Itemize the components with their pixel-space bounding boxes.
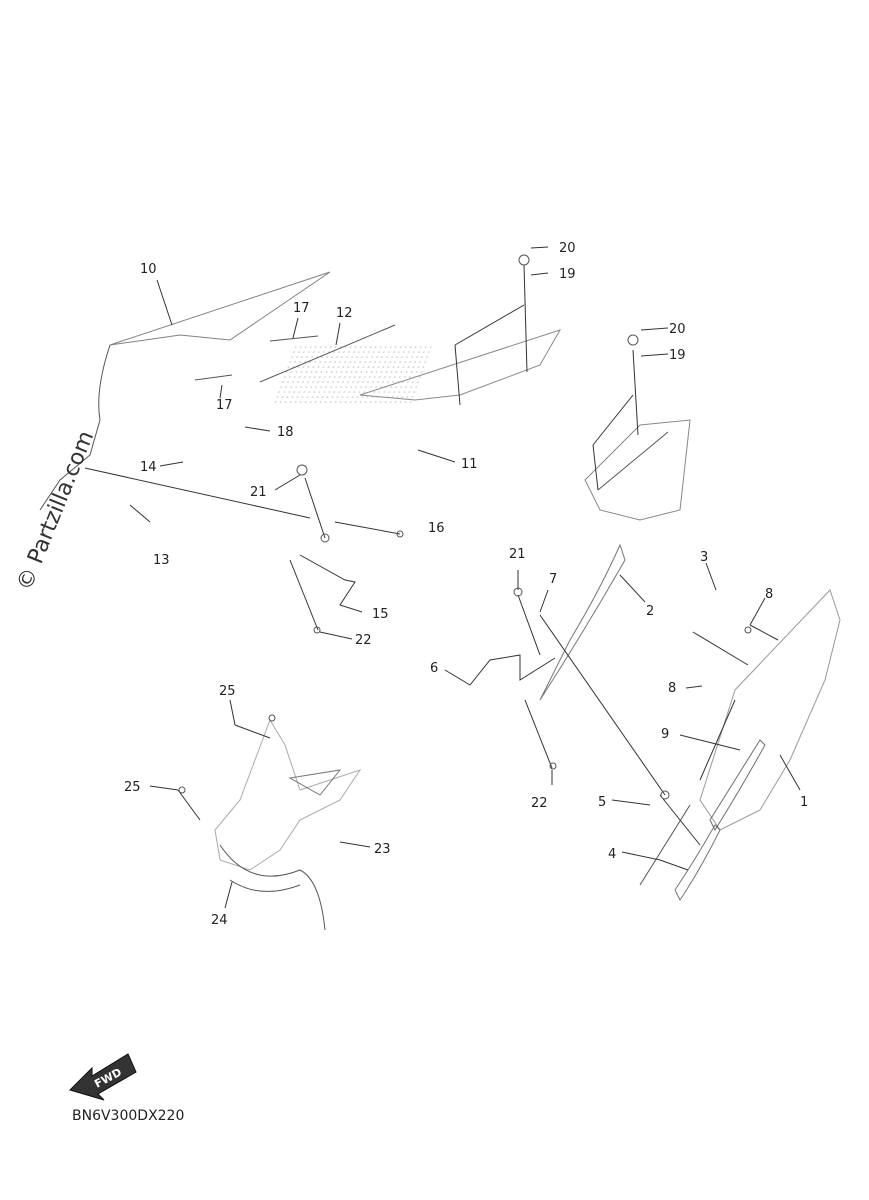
callout-18: 18 — [277, 425, 294, 440]
callout-20-upper: 20 — [559, 241, 576, 256]
callout-25-lower: 25 — [124, 780, 141, 795]
diagram-code: BN6V300DX220 — [72, 1108, 184, 1124]
callout-5: 5 — [598, 795, 606, 810]
callout-11: 11 — [461, 457, 478, 472]
right-upper-bracket — [518, 254, 691, 701]
callout-7: 7 — [549, 572, 557, 587]
callout-21-right: 21 — [509, 547, 526, 562]
callout-13: 13 — [153, 553, 170, 568]
callout-1: 1 — [800, 795, 808, 810]
watermark-text: © Partzilla.com — [12, 427, 99, 594]
callout-23: 23 — [374, 842, 391, 857]
callout-6: 6 — [430, 661, 438, 676]
callout-16: 16 — [428, 521, 445, 536]
callout-4: 4 — [608, 847, 616, 862]
callout-19-lower: 19 — [669, 348, 686, 363]
callout-8-upper: 8 — [765, 587, 773, 602]
fwd-arrow-icon: FWD — [69, 1053, 137, 1101]
callout-17-upper: 17 — [293, 301, 310, 316]
callout-20-lower: 20 — [669, 322, 686, 337]
callout-21-left: 21 — [250, 485, 267, 500]
callout-9: 9 — [661, 727, 669, 742]
lower-left-bracket — [214, 718, 362, 931]
callout-12: 12 — [336, 306, 353, 321]
callout-25-upper: 25 — [219, 684, 236, 699]
callout-3: 3 — [700, 550, 708, 565]
callout-17-lower: 17 — [216, 398, 233, 413]
upper-cowl-part — [39, 271, 562, 511]
hardware-parts — [178, 464, 752, 800]
callout-8-lower: 8 — [668, 681, 676, 696]
callout-2: 2 — [646, 604, 654, 619]
callout-14: 14 — [140, 460, 157, 475]
leader-lines — [84, 246, 801, 909]
callout-10: 10 — [140, 262, 157, 277]
callout-15: 15 — [372, 607, 389, 622]
callout-22-left: 22 — [355, 633, 372, 648]
callout-labels: 1 2 3 4 5 6 7 8 8 9 10 11 12 13 14 15 16… — [124, 241, 808, 928]
callout-22-right: 22 — [531, 796, 548, 811]
callout-24: 24 — [211, 913, 228, 928]
callout-19-upper: 19 — [559, 267, 576, 282]
right-lower-panel — [639, 589, 841, 901]
